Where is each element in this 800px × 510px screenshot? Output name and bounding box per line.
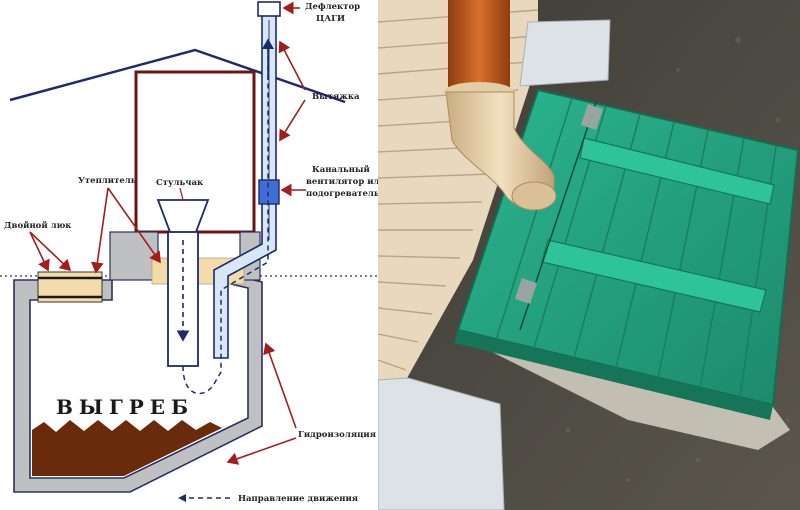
vent-pipe: [213, 9, 277, 359]
waste-layer: [32, 420, 222, 476]
duct-fan: [258, 179, 280, 205]
hatch-cross-batten-top: [579, 137, 775, 205]
label-deflector-1: Дефлектор: [305, 2, 360, 12]
pointer-exhaust-down: [279, 99, 306, 142]
pointer-waterproofing-2: [226, 437, 297, 465]
hatch-cross-batten-bottom: [541, 239, 767, 313]
label-double-hatch: Двойной люк: [4, 220, 72, 231]
label-fan-3: подогреватель: [306, 189, 378, 199]
paving-slab-top: [519, 19, 611, 87]
pointer-seat: [179, 187, 184, 201]
label-deflector-2: ЦАГИ: [316, 14, 345, 24]
hatch-photo: [378, 0, 800, 510]
label-fan-2: вентилятор или: [306, 177, 378, 187]
label-toilet-seat: Стульчак: [156, 178, 204, 188]
pointer-exhaust-up: [278, 40, 306, 91]
roof-line: [9, 48, 346, 104]
label-waterproofing: Гидроизоляция: [298, 430, 376, 440]
label-cesspit: ВЫГРЕБ: [56, 395, 194, 419]
pointer-hatch-1: [29, 231, 50, 272]
toilet-ventilation-diagram: Дефлектор ЦАГИ Вытяжка Канальный вентиля…: [0, 1, 378, 504]
label-fan-1: Канальный: [312, 164, 370, 175]
pipe-elbow-end: [511, 181, 557, 211]
deflector-cap: [257, 1, 281, 17]
paving-slab-bottom: [378, 377, 505, 510]
pointer-insulation-2: [91, 187, 109, 274]
label-insulation: Утеплитель: [78, 176, 137, 186]
drain-pipe: [448, 0, 510, 92]
hinge-top: [580, 104, 604, 130]
pointer-insulation-1: [107, 187, 161, 264]
floor-slab: [109, 231, 159, 281]
pointer-waterproofing: [263, 342, 297, 429]
hatch-lid-front-edge: [454, 330, 773, 420]
label-exhaust: Вытяжка: [312, 92, 360, 102]
flow-legend-arrowhead: [178, 494, 186, 502]
pointer-hatch-2: [29, 231, 72, 272]
label-flow-direction: Направление движения: [238, 494, 358, 504]
hinge-bottom: [514, 278, 538, 304]
